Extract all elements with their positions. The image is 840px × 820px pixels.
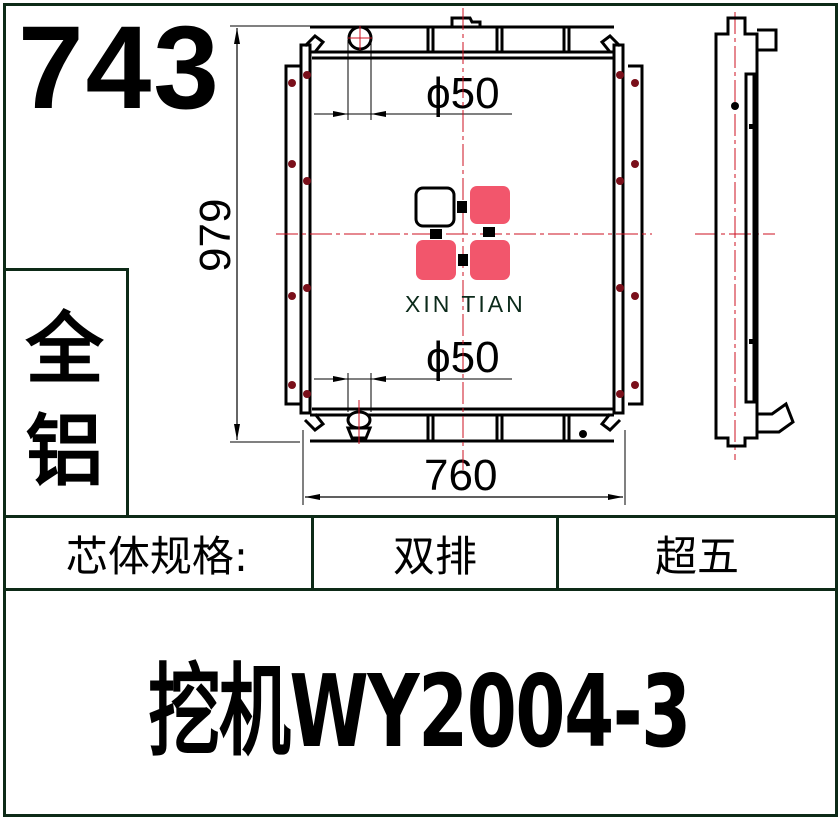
model-number: 743 (18, 2, 221, 134)
core-grade-value: 超五 (654, 531, 739, 581)
radiator-drawing: 979 760 (191, 8, 795, 505)
core-rows-value: 双排 (314, 518, 559, 588)
model-name: 挖机WY2004-3 (148, 653, 691, 770)
width-dimension-label: 760 (424, 451, 497, 500)
side-view-bolts (731, 102, 754, 344)
center-lines (276, 8, 775, 470)
side-view (714, 16, 795, 448)
material-label: 全 铝 (3, 299, 126, 503)
xintian-logo: XIN TIAN (405, 186, 526, 317)
logo-square-outline (414, 186, 456, 228)
logo-square-red-1 (470, 186, 510, 224)
core-spec-label: 芯体规格: (3, 518, 314, 588)
material-label-line1: 全 (25, 305, 104, 395)
material-cell: 全 铝 (3, 268, 129, 518)
height-dimension-label: 979 (191, 199, 240, 272)
logo-square-red-3 (470, 240, 510, 280)
core-spec-row: 芯体规格: 双排 超五 (3, 515, 835, 591)
width-dimension: 760 (302, 430, 626, 505)
logo-square-red-2 (416, 240, 456, 280)
logo-text: XIN TIAN (405, 291, 526, 317)
mounting-bolts (288, 71, 639, 398)
material-label-line2: 铝 (25, 407, 104, 497)
height-dimension: 979 (191, 25, 320, 443)
right-side-bracket (612, 43, 644, 415)
left-side-bracket (284, 43, 312, 415)
bottom-pipe-dimension: ϕ50 (314, 333, 512, 412)
model-name-row: 挖机WY2004-3 (3, 588, 835, 811)
sheet-border (3, 3, 838, 817)
